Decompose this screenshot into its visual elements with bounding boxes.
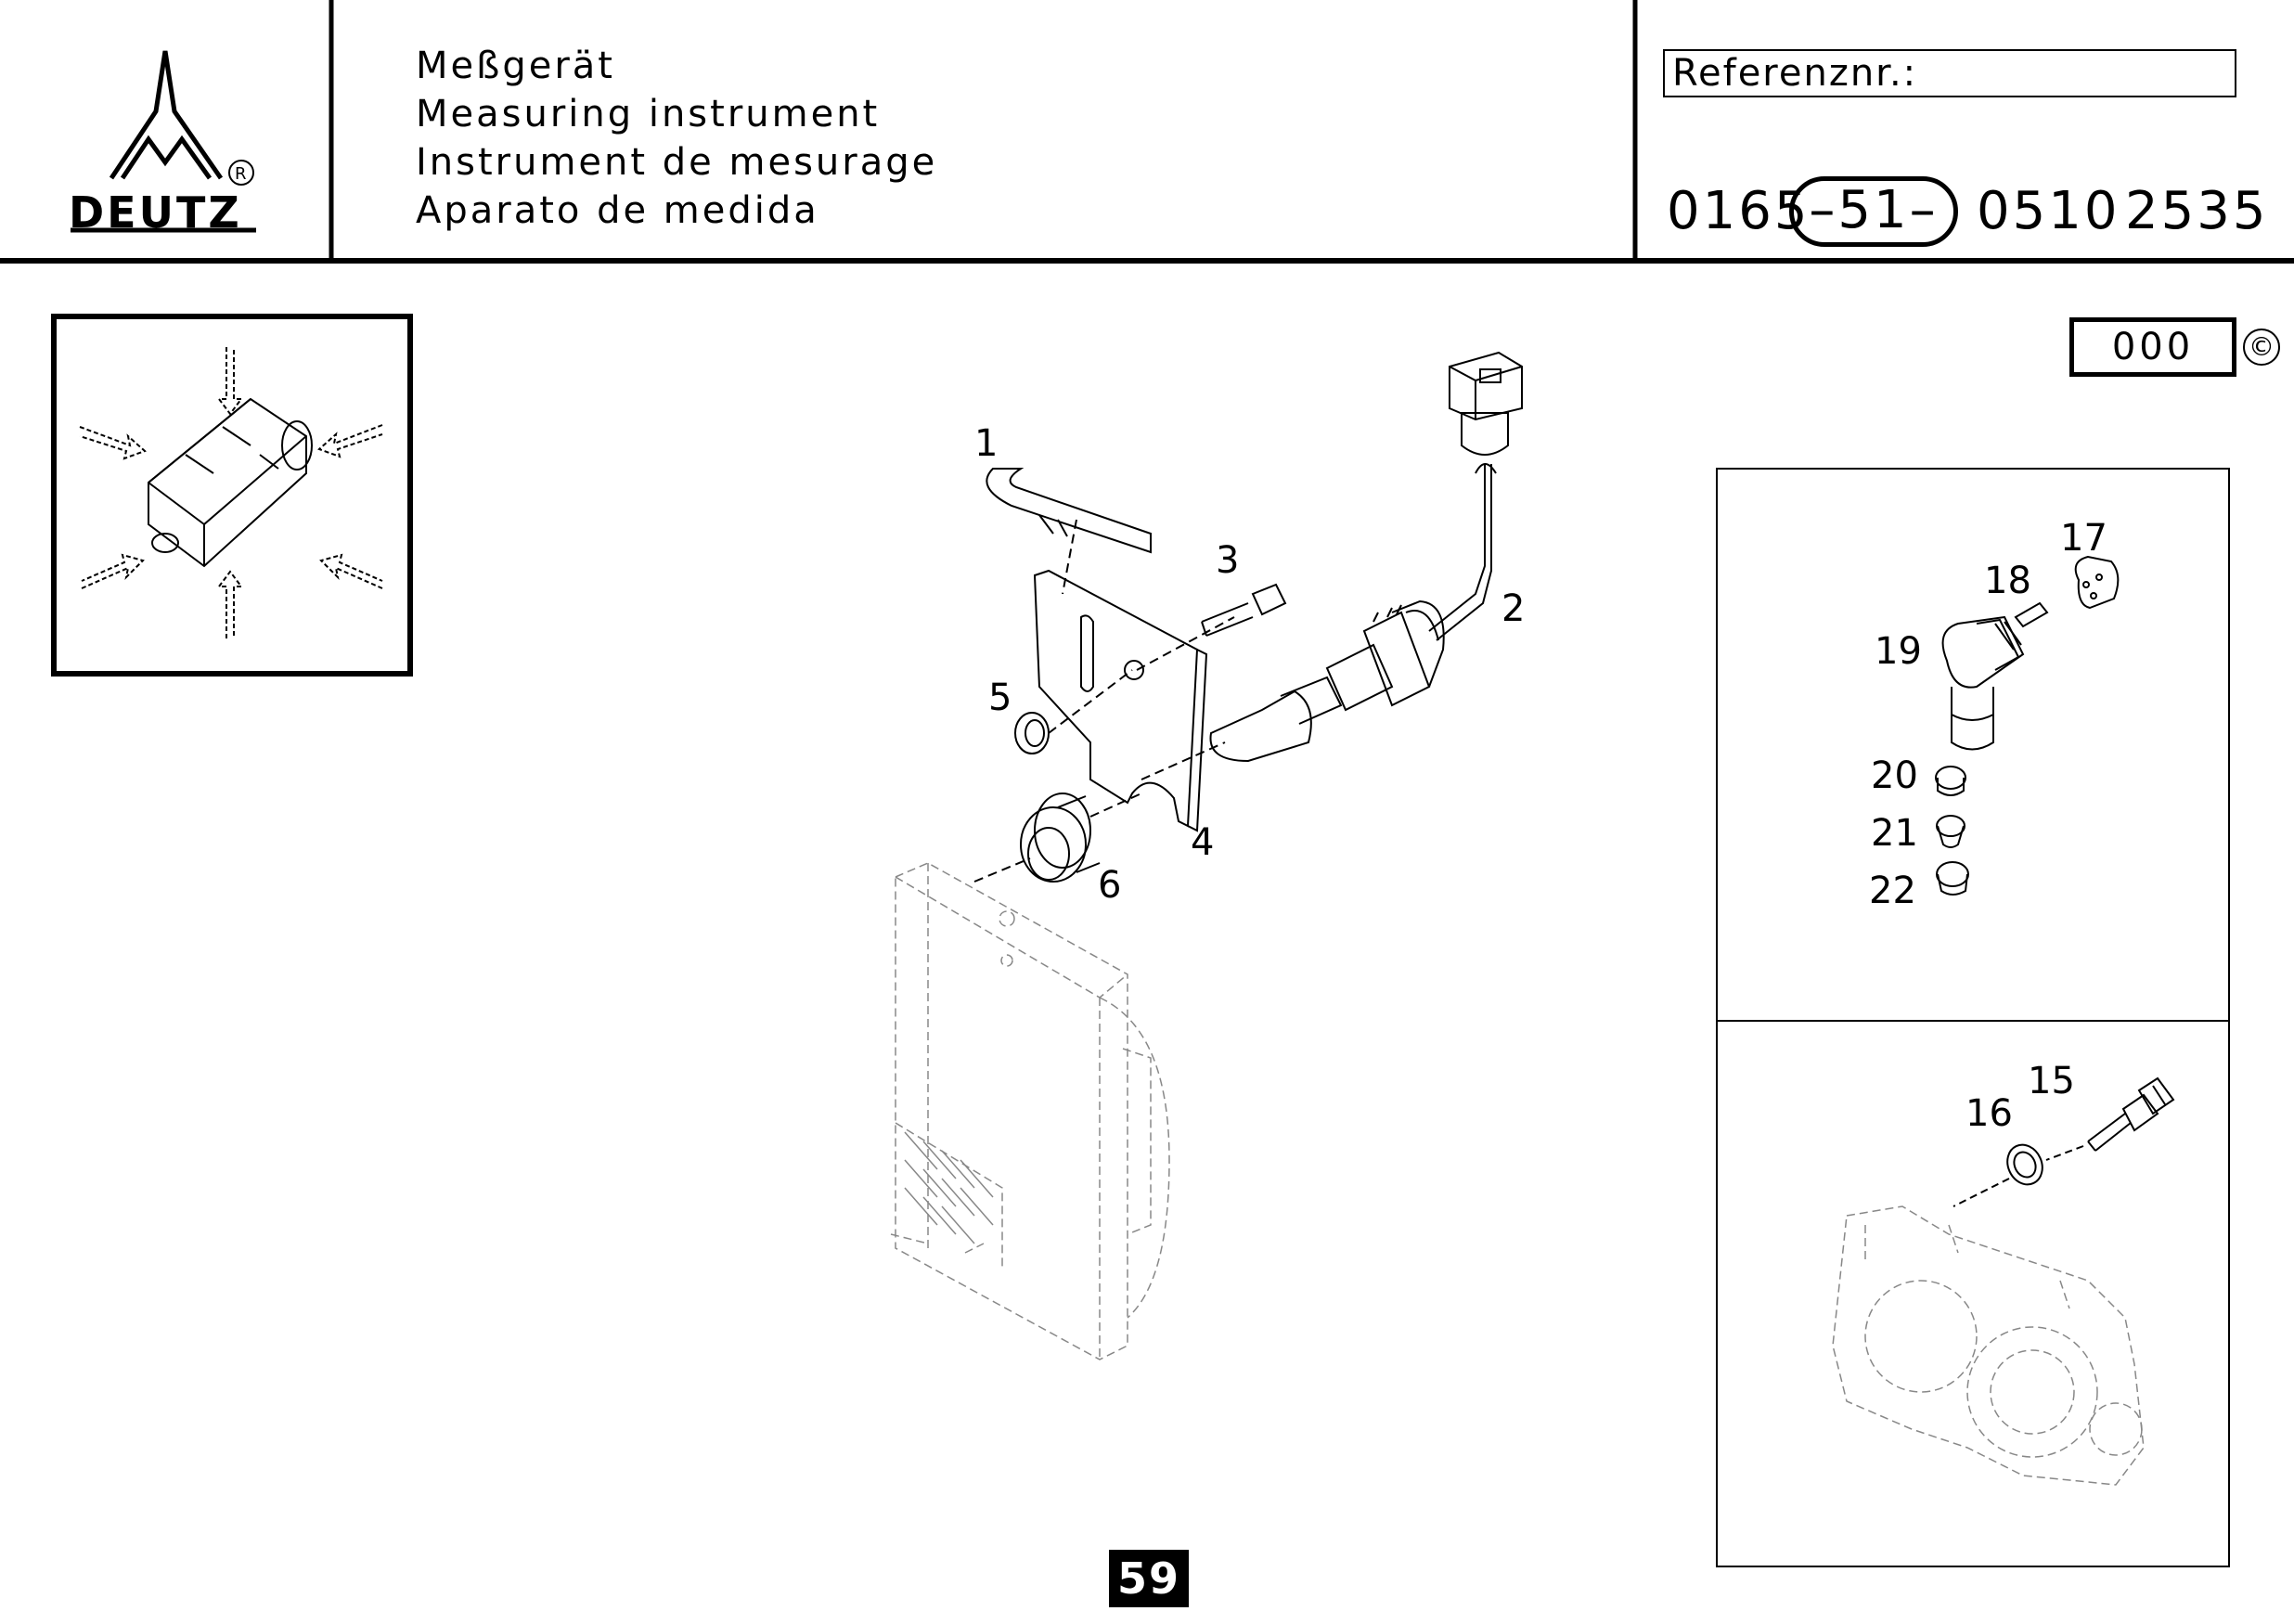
callout-17: 17 [2060, 517, 2107, 560]
sender-shaft-part-15 [2087, 1113, 2132, 1152]
callout-1: 1 [974, 422, 999, 465]
callout-16: 16 [1965, 1092, 2013, 1135]
connector-plug [1461, 412, 1509, 456]
ghost-gear-housing [1832, 1205, 2145, 1486]
callout-20: 20 [1871, 754, 1918, 797]
callout-3: 3 [1216, 539, 1240, 582]
ghost-radiator [890, 862, 1170, 1360]
strap-part-1 [986, 468, 1152, 554]
copyright-symbol: © [2243, 329, 2280, 366]
cap-part-21 [1936, 815, 1965, 837]
seal-part-17 [2074, 555, 2120, 610]
detail-connector-view [1935, 555, 2120, 896]
title-spanish: Aparato de medida [416, 189, 819, 232]
seal-ring-part-16 [2006, 1143, 2043, 1186]
detail-sender-view [2006, 1076, 2175, 1186]
callout-2: 2 [1501, 587, 1526, 630]
deutz-logo-mark [109, 50, 254, 186]
registered-mark: R [235, 164, 247, 184]
title-german: Meßgerät [416, 45, 615, 87]
main-exploded-view [986, 351, 1523, 883]
brand-logo: DEUTZ [69, 187, 242, 238]
version-box: 000 [2069, 317, 2236, 377]
callout-18: 18 [1984, 560, 2031, 602]
callout-4: 4 [1191, 821, 1215, 864]
reference-label: Referenznr.: [1663, 49, 2236, 97]
inset-part-sketch [148, 397, 313, 568]
callout-22: 22 [1869, 870, 1916, 912]
bracket-part-4 [1033, 569, 1199, 828]
callout-5: 5 [988, 677, 1012, 719]
part-number-prefix: 0165 [1667, 181, 1811, 241]
ring-part-22 [1936, 861, 1969, 887]
callout-19: 19 [1875, 630, 1922, 673]
callout-6: 6 [1098, 864, 1122, 907]
page-number: 59 [1109, 1550, 1189, 1607]
title-french: Instrument de mesurage [416, 141, 938, 184]
orientation-inset-box [51, 314, 413, 677]
part-number-middle: 0510 [1977, 181, 2120, 241]
detail-panel-frame [1716, 468, 2230, 1567]
inset-arrows [79, 347, 383, 638]
callout-15: 15 [2028, 1060, 2075, 1102]
part-number-group: –51– [1789, 176, 1958, 247]
connector-housing-part-19 [1941, 615, 2025, 689]
main-dashed-leaders [973, 519, 1235, 883]
sensor-tip-part-2 [1209, 690, 1312, 763]
ghost-radiator-grid [904, 1131, 994, 1244]
title-english: Measuring instrument [416, 93, 881, 135]
nut-part-20 [1935, 766, 1966, 790]
sensor-cable [1428, 464, 1492, 641]
part-number-suffix: 2535 [2125, 181, 2269, 241]
grommet-part-6 [1034, 793, 1091, 869]
contact-pin-part-18 [2014, 601, 2049, 628]
callout-21: 21 [1871, 812, 1918, 855]
